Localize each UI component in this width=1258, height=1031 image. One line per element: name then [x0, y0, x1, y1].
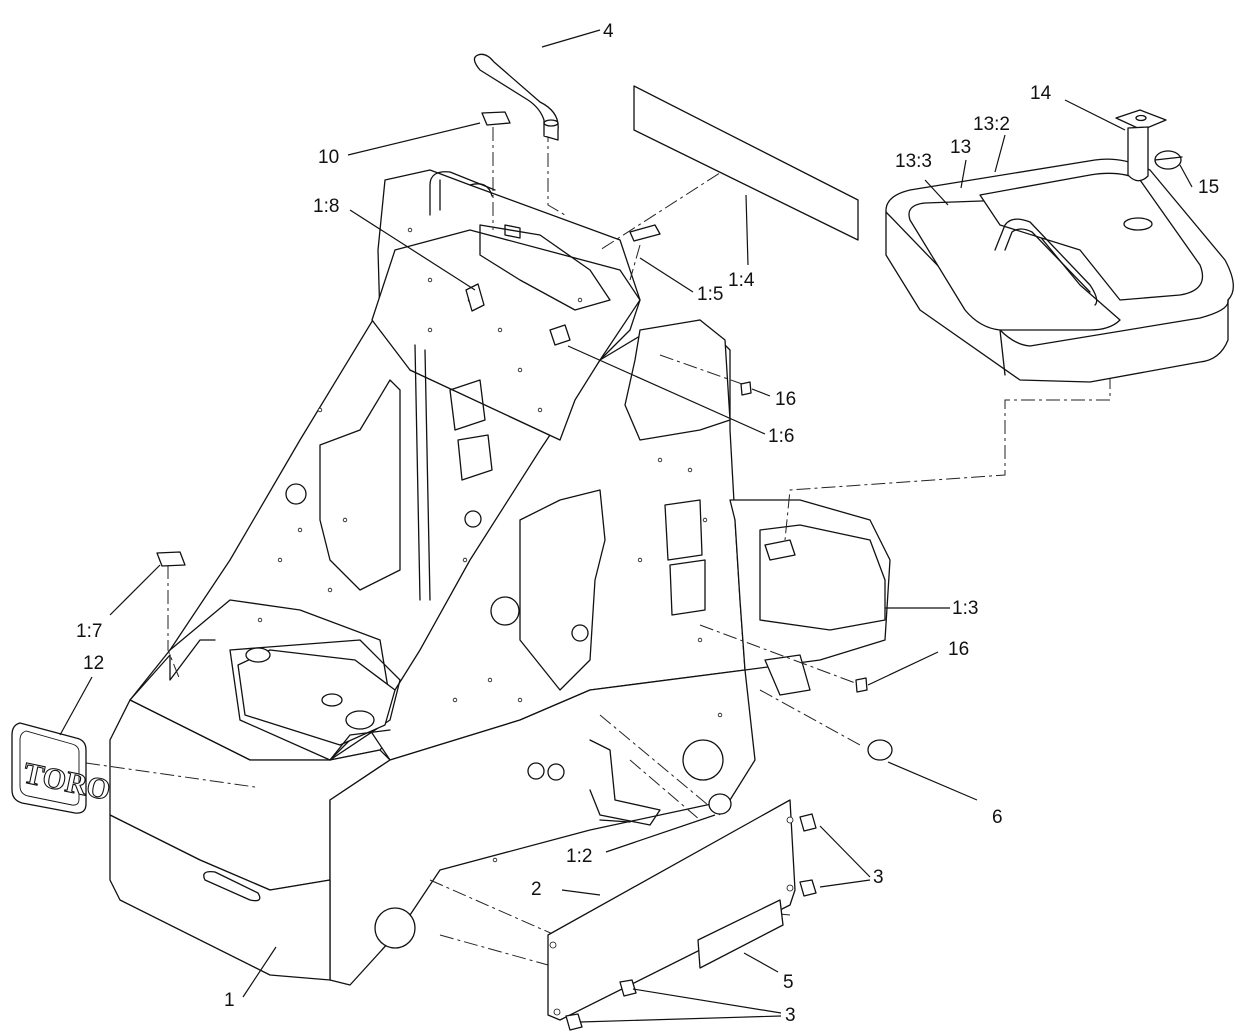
callout-1-5: 1:5: [697, 284, 723, 305]
callout-1-2: 1:2: [566, 846, 592, 867]
decal-1-5: [629, 224, 661, 242]
frame-assembly: [109, 169, 891, 986]
decal-1-8: [465, 283, 485, 312]
callout-1-6: 1:6: [768, 426, 794, 447]
callout-1: 1: [224, 990, 235, 1011]
hole-plug-6: [867, 739, 893, 761]
lynch-clip: [1154, 150, 1183, 170]
callout-16-top: 16: [775, 389, 796, 410]
seat-cushion: [885, 158, 1234, 383]
callout-16-mid: 16: [948, 639, 969, 660]
toro-logo-decal: TORO: [11, 722, 114, 814]
callout-4: 4: [603, 21, 614, 42]
handle-part: [473, 53, 559, 141]
callout-1-8: 1:8: [313, 196, 339, 217]
plug-16-top: [740, 381, 752, 396]
decal-1-7: [156, 551, 186, 567]
callout-labels: 4 10 1:8 1:4 1:5 14 13:2 13 13:3 15 16 1…: [76, 21, 1219, 1026]
callout-1-3: 1:3: [952, 598, 978, 619]
decal-10: [481, 111, 511, 126]
seat-pin: [1115, 109, 1167, 182]
bushing-1-2: [708, 793, 732, 815]
callout-2: 2: [531, 879, 542, 900]
assembly-lines: [85, 127, 1141, 986]
callout-3-upper: 3: [873, 867, 884, 888]
leader-lines: [59, 29, 1193, 1023]
decal-5: [697, 899, 784, 969]
callout-1-4: 1:4: [728, 270, 755, 291]
callout-13: 13: [950, 137, 971, 158]
callout-5: 5: [783, 972, 794, 993]
cover-plate: [547, 799, 796, 1021]
callout-12: 12: [83, 653, 104, 674]
decal-1-6: [549, 324, 571, 346]
callout-15: 15: [1198, 177, 1219, 198]
decal-1-4: [633, 85, 859, 241]
callout-3-lower: 3: [785, 1005, 796, 1026]
callout-13-2: 13:2: [973, 114, 1010, 135]
bolts-3: [565, 813, 817, 1031]
callout-10: 10: [318, 147, 339, 168]
callout-6: 6: [992, 807, 1003, 828]
callout-14: 14: [1030, 83, 1052, 104]
callout-1-7: 1:7: [76, 621, 102, 642]
plug-16-mid: [855, 677, 868, 693]
callout-13-3: 13:3: [895, 151, 932, 172]
